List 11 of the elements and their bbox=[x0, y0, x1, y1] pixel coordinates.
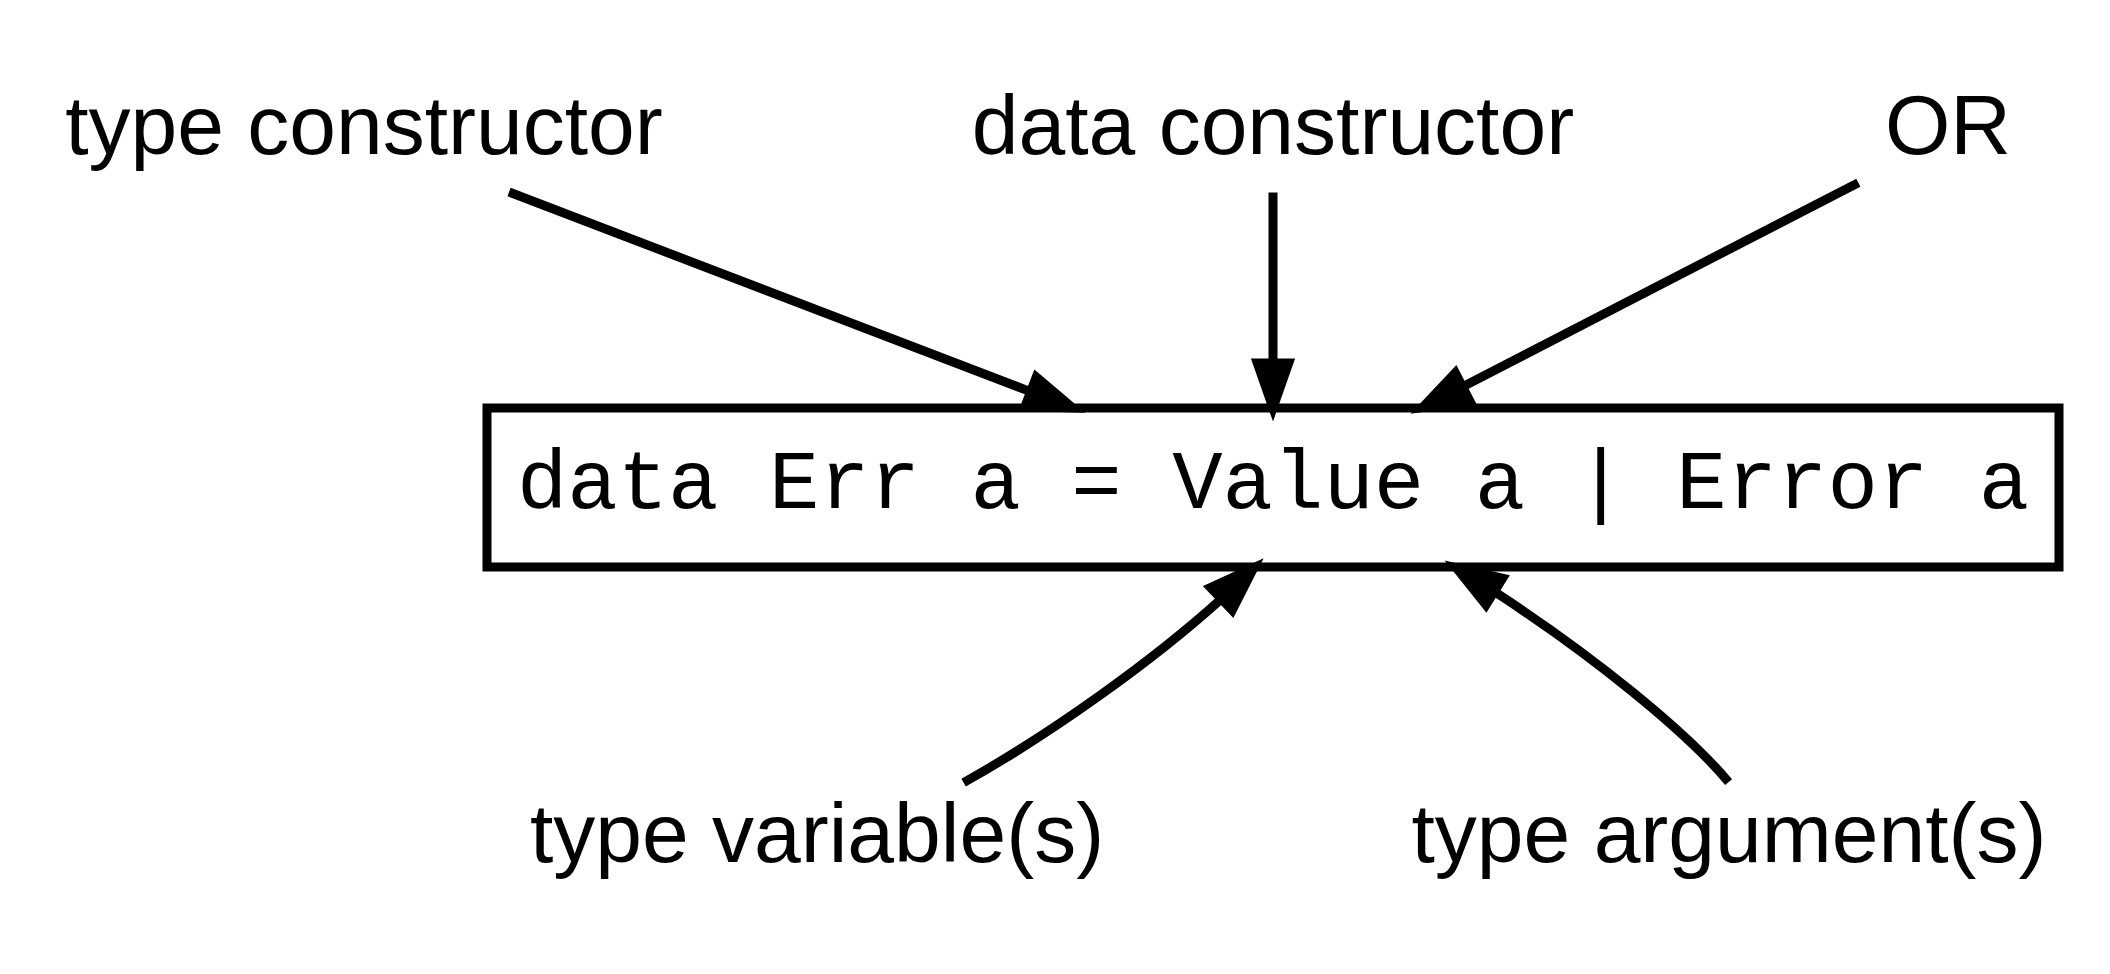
node-box: data Err a = Value a | Error a bbox=[482, 403, 2063, 571]
node-text: type argument(s) bbox=[1411, 785, 2046, 880]
node-text: OR bbox=[1884, 77, 2011, 172]
node-text: type variable(s) bbox=[529, 785, 1104, 880]
node-text: type constructor bbox=[64, 77, 663, 172]
arrow bbox=[1444, 559, 1732, 785]
arrow bbox=[1250, 191, 1295, 422]
arrow bbox=[506, 187, 1085, 413]
node-text: data constructor bbox=[971, 77, 1574, 172]
arrow bbox=[960, 557, 1264, 786]
arrow bbox=[1409, 178, 1860, 414]
